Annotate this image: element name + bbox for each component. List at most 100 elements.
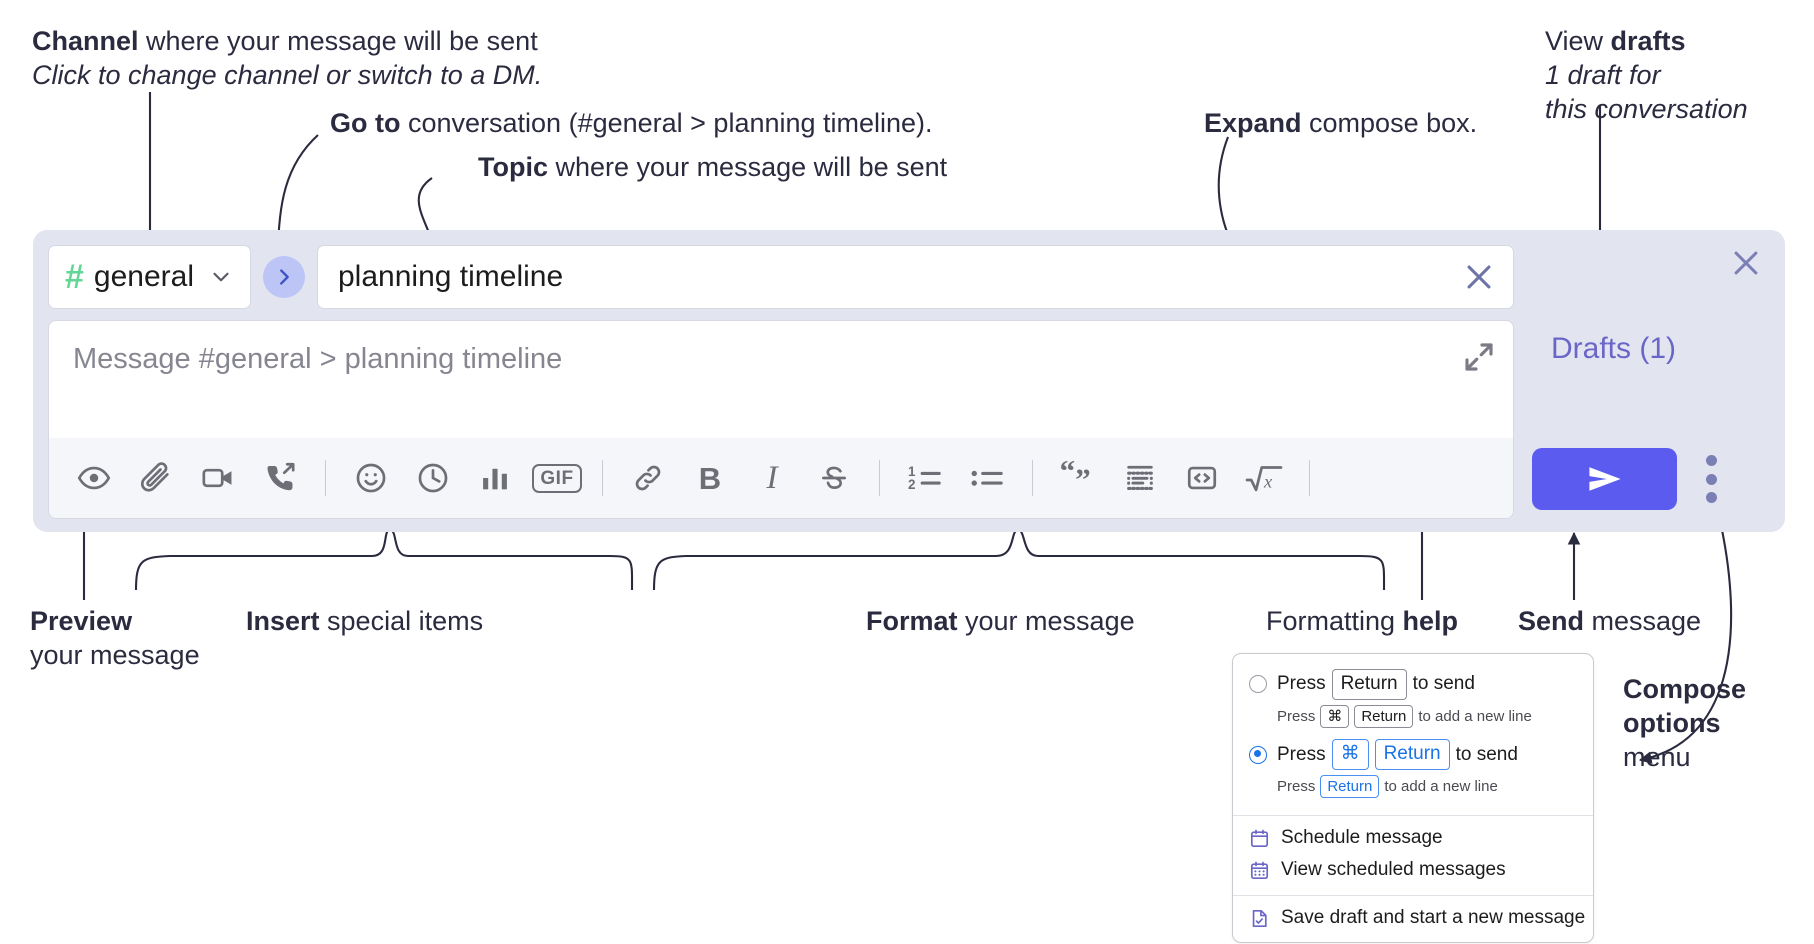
phone-forward-icon [267, 462, 295, 491]
separator-2 [602, 460, 603, 496]
menu-divider-2 [1233, 895, 1593, 897]
compose-panel: # general planning timeline [33, 230, 1785, 532]
option-cmd-return-sub: Press Return to add a new line [1233, 770, 1593, 807]
annotation-format-rest: your message [957, 606, 1135, 636]
gif-button[interactable]: GIF [530, 451, 584, 505]
annotation-drafts: View drafts 1 draft for this conversatio… [1545, 24, 1748, 126]
compose-header-row: # general planning timeline [48, 244, 1514, 310]
menu-item-save-draft[interactable]: Save draft and start a new message [1233, 902, 1593, 934]
video-clip-button[interactable] [191, 451, 245, 505]
option-cmd-return-sub-pre: Press [1277, 778, 1316, 796]
annotation-formatting-help-lead: Formatting [1266, 606, 1403, 636]
annotation-preview-bold: Preview [30, 606, 133, 636]
clock-icon [418, 463, 448, 493]
annotation-format-bold: Format [866, 606, 958, 636]
svg-text:“: “ [1060, 461, 1076, 488]
schedule-button[interactable] [406, 451, 460, 505]
topic-clear-icon[interactable] [1459, 257, 1499, 297]
separator-4 [1032, 460, 1033, 496]
radio-unselected[interactable] [1249, 675, 1267, 694]
topic-field[interactable]: planning timeline [317, 245, 1514, 309]
emoji-button[interactable] [344, 451, 398, 505]
link-icon [635, 465, 661, 491]
option-cmd-return-pre: Press [1277, 743, 1326, 765]
file-check-icon [1249, 908, 1270, 929]
svg-text:2: 2 [908, 477, 915, 492]
svg-text:x: x [1263, 471, 1273, 491]
inline-code-button[interactable] [1175, 451, 1229, 505]
option-press-cmd-return-to-send[interactable]: Press ⌘ Return to send [1233, 736, 1593, 770]
more-vertical-dot-1 [1705, 455, 1717, 466]
topic-value: planning timeline [338, 260, 564, 293]
option-return-pre: Press [1277, 673, 1326, 695]
compose-options-kebab-button[interactable] [1700, 455, 1722, 503]
message-input-card[interactable]: Message #general > planning timeline [48, 320, 1514, 519]
audio-clip-button[interactable] [253, 451, 307, 505]
annotation-expand-bold: Expand [1204, 108, 1302, 138]
option-cmd-return-sub-post: to add a new line [1384, 778, 1498, 796]
annotation-format: Format your message [866, 604, 1135, 638]
svg-text:”: ” [1075, 461, 1091, 495]
italic-icon: I [766, 459, 778, 496]
key-return-sub-2: Return [1320, 774, 1380, 799]
strikethrough-button[interactable] [807, 451, 861, 505]
separator-1 [325, 460, 326, 496]
separator-5 [1309, 460, 1310, 496]
annotation-compose-options: Compose options menu [1623, 672, 1746, 774]
more-vertical-dot-3 [1705, 492, 1717, 503]
blockquote-button[interactable]: “ ” [1051, 451, 1105, 505]
goto-conversation-button[interactable] [263, 256, 305, 298]
channel-selector[interactable]: # general [48, 245, 251, 309]
key-command: ⌘ [1320, 704, 1350, 729]
annotation-goto-rest: conversation (#general > planning timeli… [400, 108, 933, 138]
expand-compose-icon[interactable] [1461, 339, 1497, 375]
math-button[interactable]: x [1237, 451, 1291, 505]
annotation-channel-italic: Click to change channel or switch to a D… [32, 60, 543, 91]
compose-options-menu: Press Return to send Press ⌘ Return to a… [1232, 653, 1594, 944]
code-block-button[interactable] [1113, 451, 1167, 505]
ordered-list-icon: 1 2 [908, 464, 941, 492]
menu-item-view-scheduled-messages[interactable]: View scheduled messages [1233, 854, 1593, 886]
bold-button[interactable]: B [683, 451, 737, 505]
eye-icon [77, 466, 111, 490]
annotation-goto-bold: Go to [330, 108, 401, 138]
poll-button[interactable] [468, 451, 522, 505]
formatting-help-button[interactable] [1328, 451, 1382, 505]
key-return-sub: Return [1354, 704, 1414, 729]
code-brackets-icon [1187, 466, 1217, 490]
annotation-drafts-italic-1: 1 draft for [1545, 60, 1661, 91]
annotation-drafts-italic-2: this conversation [1545, 94, 1748, 125]
ordered-list-button[interactable]: 1 2 [898, 451, 952, 505]
preview-button[interactable] [67, 451, 121, 505]
channel-name-label: general [93, 260, 194, 293]
option-return-post: to send [1412, 673, 1475, 695]
key-command-main: ⌘ [1331, 739, 1369, 770]
video-camera-icon [202, 468, 232, 488]
compose-inner: # general planning timeline [48, 244, 1514, 519]
annotation-insert-rest: special items [319, 606, 484, 636]
panel-close-icon[interactable] [1729, 246, 1763, 280]
annotation-send: Send message [1518, 604, 1701, 638]
annotation-goto: Go to conversation (#general > planning … [330, 106, 933, 140]
menu-divider-1 [1233, 815, 1593, 817]
strikethrough-icon [822, 466, 846, 489]
bar-chart-icon [483, 468, 507, 490]
send-button[interactable] [1532, 448, 1677, 510]
menu-item-schedule-message[interactable]: Schedule message [1233, 822, 1593, 854]
option-press-return-to-send[interactable]: Press Return to send [1233, 666, 1593, 700]
annotation-channel-rest: where your message will be sent [138, 26, 538, 56]
bulleted-list-button[interactable] [960, 451, 1014, 505]
annotation-expand-rest: compose box. [1301, 108, 1478, 138]
option-return-sub: Press ⌘ Return to add a new line [1233, 700, 1593, 737]
link-button[interactable] [621, 451, 675, 505]
separator-3 [879, 460, 880, 496]
drafts-link[interactable]: Drafts (1) [1551, 332, 1677, 365]
italic-button[interactable]: I [745, 451, 799, 505]
smiley-icon [356, 463, 386, 493]
message-placeholder: Message #general > planning timeline [73, 343, 563, 375]
attach-button[interactable] [129, 451, 183, 505]
chevron-right-icon [280, 269, 289, 285]
radio-selected[interactable] [1249, 745, 1267, 764]
more-vertical-dot-2 [1705, 473, 1717, 485]
